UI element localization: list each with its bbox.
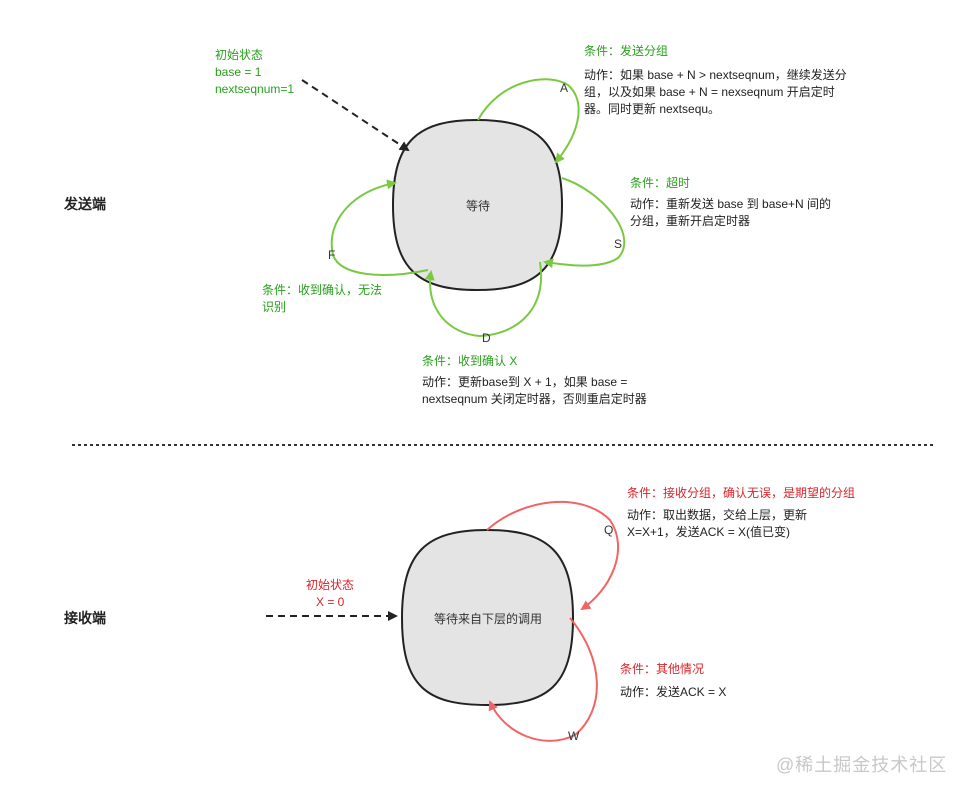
receiver-state-circle — [400, 528, 575, 707]
W-action-line1: 动作：发送ACK = X — [620, 685, 727, 699]
transition-letter-F: F — [328, 248, 336, 262]
loop-S — [543, 177, 626, 269]
receiver-state-label: 等待来自下层的调用 — [433, 612, 542, 626]
sender-init-arrow — [301, 79, 410, 152]
watermark: @稀土掘金技术社区 — [776, 755, 948, 775]
S-action-line1: 动作：重新发送 base 到 base+N 间的 — [630, 197, 832, 211]
Q-action-line1: 动作：取出数据，交给上层，更新 — [627, 508, 808, 522]
loop-A — [477, 78, 580, 164]
transition-letter-A: A — [560, 81, 569, 95]
loop-Q — [486, 500, 620, 611]
receiver-section-label: 接收端 — [64, 610, 106, 626]
receiver-init-line1: 初始状态 — [306, 578, 355, 592]
loop-F — [330, 179, 429, 276]
sender-init-line1: 初始状态 — [215, 48, 264, 62]
A-action-line2: 组，以及如果 base + N = nexseqnum 开启定时 — [584, 85, 835, 99]
transition-letter-Q: Q — [604, 523, 614, 537]
sender-init-line3: nextseqnum=1 — [215, 82, 295, 96]
W-condition: 条件：其他情况 — [620, 662, 705, 676]
sender-state-circle — [391, 118, 564, 292]
F-condition-line2: 识别 — [262, 300, 287, 314]
transition-letter-D: D — [482, 331, 491, 345]
sender-section-label: 发送端 — [64, 196, 106, 212]
S-condition: 条件：超时 — [630, 176, 691, 190]
A-condition: 条件：发送分组 — [584, 44, 669, 58]
D-action-line1: 动作：更新base到 X + 1，如果 base = — [422, 375, 628, 389]
Q-action-line2: X=X+1，发送ACK = X(值已变) — [627, 525, 791, 539]
D-condition: 条件：收到确认 X — [422, 354, 518, 368]
receiver-init-line2: X = 0 — [316, 595, 345, 609]
F-condition-line1: 条件：收到确认，无法 — [262, 283, 383, 297]
loop-W — [488, 617, 598, 742]
loop-D — [424, 261, 543, 338]
A-action-line1: 动作：如果 base + N > nextseqnum，继续发送分 — [584, 68, 847, 82]
sender-state-label: 等待 — [465, 199, 490, 213]
A-action-line3: 器。同时更新 nextsequ。 — [584, 102, 721, 116]
transition-letter-S: S — [614, 237, 623, 251]
D-action-line2: nextseqnum 关闭定时器，否则重启定时器 — [422, 392, 647, 406]
transition-letter-W: W — [568, 729, 580, 743]
Q-condition: 条件：接收分组，确认无误，是期望的分组 — [627, 486, 856, 500]
S-action-line2: 分组，重新开启定时器 — [630, 214, 751, 228]
sender-init-line2: base = 1 — [215, 65, 262, 79]
